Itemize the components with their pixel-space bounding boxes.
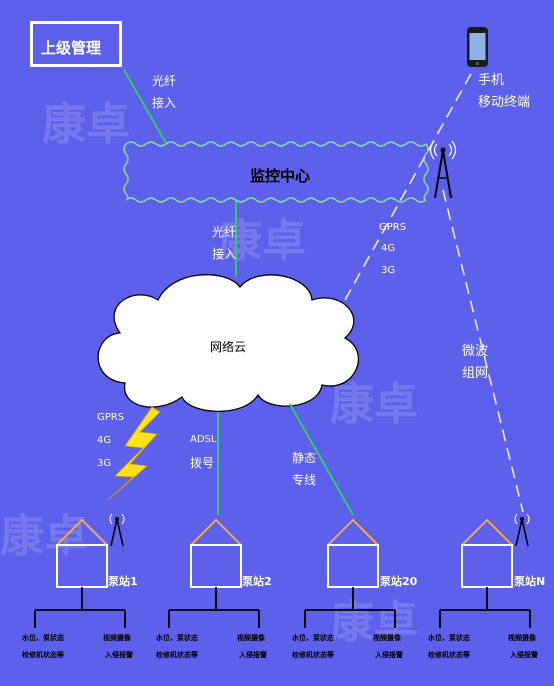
microwave-dashed-link	[442, 189, 524, 513]
mobile-phone-icon	[467, 27, 488, 67]
static-line-link	[289, 403, 354, 516]
fiber-top-access-label: 接入	[152, 96, 177, 110]
3g-label: 3G	[381, 265, 396, 276]
pump-station-house	[56, 518, 108, 588]
intrusion-label: 入侵报警	[239, 651, 267, 659]
video-label: 视频摄像	[373, 634, 401, 642]
station-antenna-icon	[514, 513, 530, 547]
intrusion-label: 入侵报警	[105, 651, 133, 659]
dedicated-line-label: 专线	[292, 473, 317, 487]
lightning-icon	[107, 406, 161, 501]
upper-management-label: 上级管理	[41, 39, 102, 57]
pump-station-house	[190, 518, 242, 588]
network-cloud	[97, 274, 359, 412]
station-label: 泵站2	[242, 575, 272, 588]
fiber-top-label: 光纤	[152, 74, 177, 88]
intrusion-label: 入侵报警	[510, 651, 538, 659]
video-label: 视频摄像	[103, 634, 131, 642]
overhaul-status-label: 检修机状态等	[292, 651, 334, 659]
gprs-label: GPRS	[379, 222, 407, 233]
fiber-link-top	[123, 69, 167, 144]
overhaul-status-label: 检修机状态等	[428, 651, 470, 659]
station-label: 泵站20	[380, 575, 418, 588]
station-antenna-icon	[109, 513, 125, 547]
upper-management-box: 上级管理	[30, 21, 122, 67]
monitoring-center-label: 监控中心	[250, 167, 311, 185]
dialup-label: 拨号	[190, 456, 215, 470]
video-label: 视频摄像	[237, 634, 265, 642]
microwave-label: 微波	[462, 344, 489, 359]
pump-station-house	[461, 518, 513, 588]
4g-label: 4G	[381, 243, 396, 254]
station-branch	[168, 587, 260, 628]
fiber-mid-access-label: 接入	[212, 247, 237, 261]
phone-label: 手机	[478, 73, 505, 88]
video-label: 视频摄像	[508, 634, 536, 642]
fiber-mid-label: 光纤	[212, 225, 237, 239]
3g-label: 3G	[97, 458, 112, 469]
pump-station-house	[327, 518, 379, 588]
overhaul-status-label: 检修机状态等	[156, 651, 198, 659]
water-level-status-label: 水位、泵状态	[22, 634, 64, 642]
water-level-status-label: 水位、泵状态	[428, 634, 470, 642]
station-branch	[304, 587, 396, 628]
overhaul-status-label: 检修机状态等	[22, 651, 64, 659]
static-label: 静态	[292, 451, 317, 465]
intrusion-label: 入侵报警	[375, 651, 403, 659]
water-level-status-label: 水位、泵状态	[156, 634, 198, 642]
station-label: 泵站1	[108, 575, 138, 588]
monitoring-center-box	[123, 141, 429, 203]
adsl-label: ADSL	[190, 434, 217, 445]
gprs-label: GPRS	[97, 412, 125, 423]
4g-label: 4G	[97, 435, 112, 446]
mobile-dashed-link	[344, 71, 473, 301]
network-cloud-label: 网络云	[210, 340, 247, 354]
station-branch	[34, 587, 126, 628]
microwave-network-label: 组网	[462, 366, 489, 381]
station-label: 泵站N	[514, 575, 546, 588]
mobile-terminal-label: 移动终端	[478, 95, 531, 110]
antenna-tower-icon	[429, 140, 457, 199]
water-level-status-label: 水位、泵状态	[292, 634, 334, 642]
station-branch	[439, 587, 531, 628]
